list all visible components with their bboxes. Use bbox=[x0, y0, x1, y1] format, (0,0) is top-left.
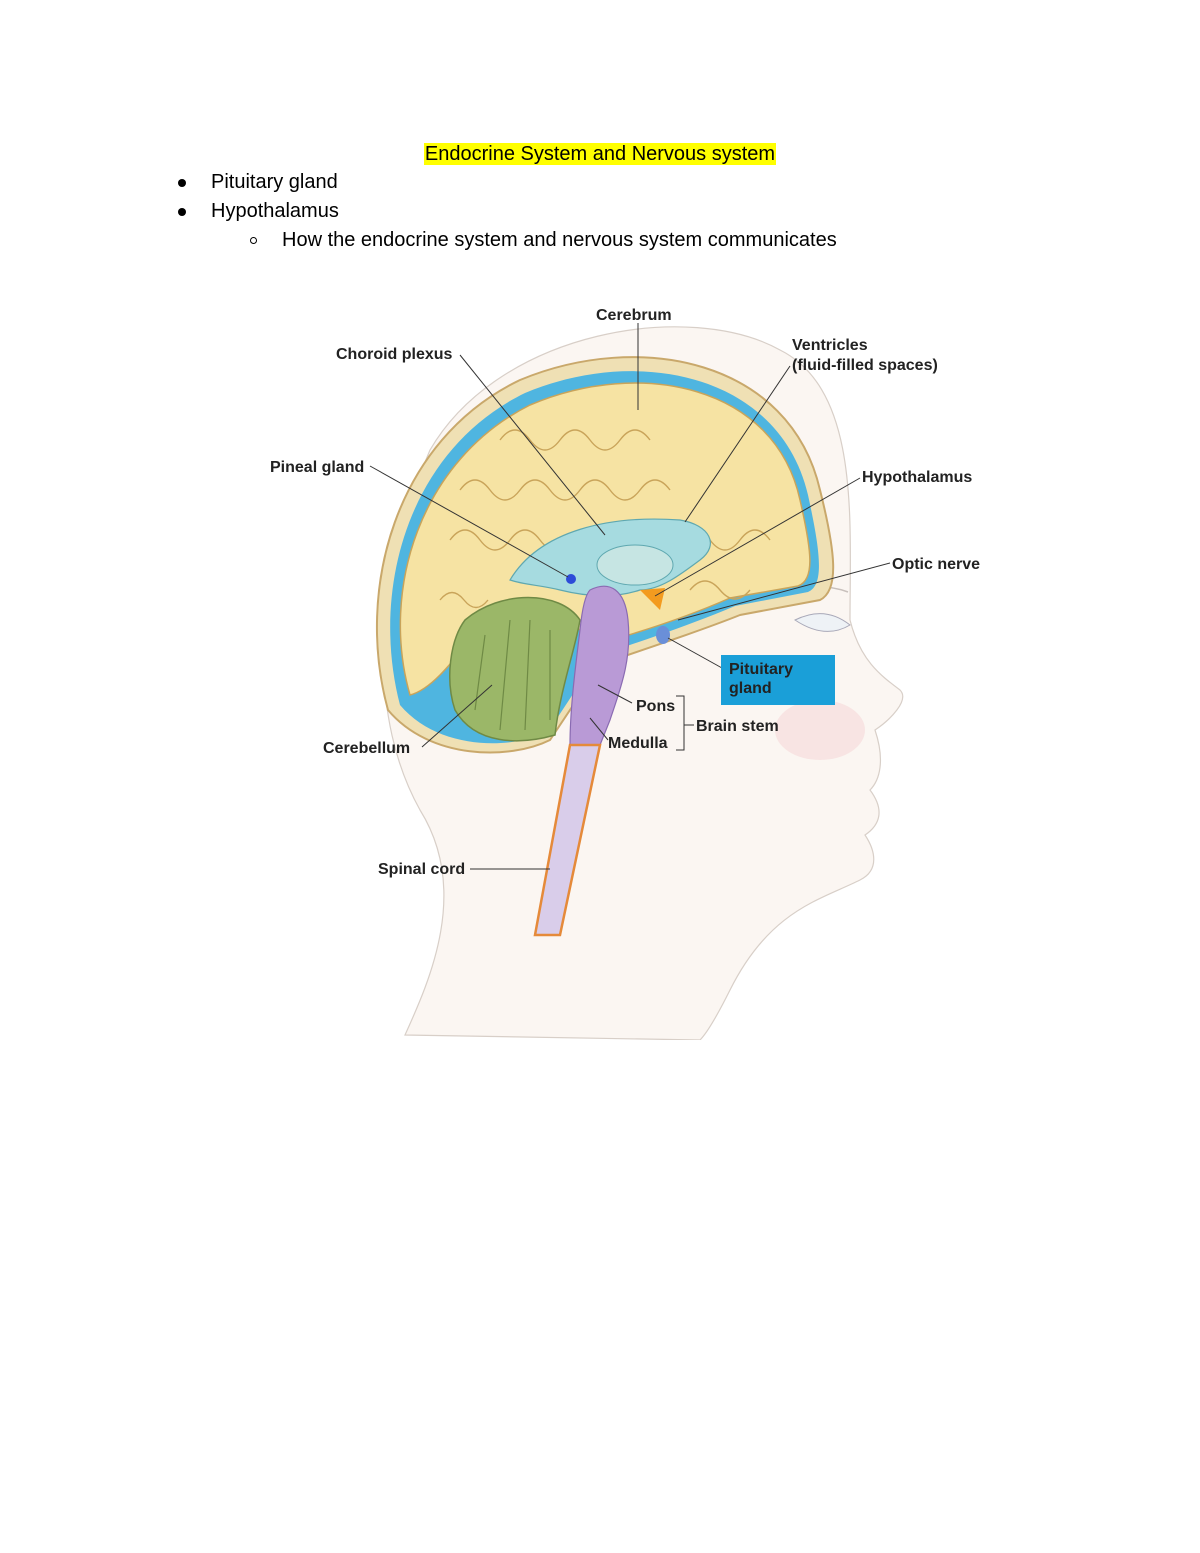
label-cerebellum: Cerebellum bbox=[323, 740, 410, 757]
label-brain-stem: Brain stem bbox=[696, 718, 779, 735]
label-pons: Pons bbox=[636, 698, 675, 715]
label-medulla: Medulla bbox=[608, 735, 668, 752]
label-pituitary: Pituitary bbox=[729, 661, 793, 678]
sub-list-item-communication: How the endocrine system and nervous sys… bbox=[282, 229, 837, 251]
title-container: Endocrine System and Nervous system bbox=[0, 141, 1200, 167]
pituitary-shape bbox=[656, 626, 670, 644]
label-choroid-plexus: Choroid plexus bbox=[336, 346, 453, 363]
pituitary-highlight-box bbox=[721, 655, 835, 705]
eye-outline bbox=[794, 613, 851, 632]
label-hypothalamus: Hypothalamus bbox=[862, 469, 972, 486]
label-optic-nerve: Optic nerve bbox=[892, 556, 980, 573]
label-pineal-gland: Pineal gland bbox=[270, 459, 364, 476]
label-pituitary-gland: gland bbox=[729, 680, 772, 697]
label-spinal-cord: Spinal cord bbox=[378, 861, 465, 878]
bullet-dot-icon bbox=[178, 179, 186, 187]
page-title: Endocrine System and Nervous system bbox=[423, 143, 777, 165]
label-ventricles: Ventricles bbox=[792, 337, 868, 354]
sub-bullet-circle-icon bbox=[250, 237, 257, 244]
brain-anatomy-diagram: Cerebrum Choroid plexus Ventricles (flui… bbox=[270, 307, 980, 1040]
cerebellum-folds bbox=[474, 619, 551, 731]
brain-stem bbox=[569, 585, 630, 746]
leader-lines bbox=[369, 323, 891, 870]
label-ventricles-note: (fluid-filled spaces) bbox=[792, 357, 938, 374]
cheek-shading bbox=[775, 700, 865, 760]
spinal-cord bbox=[533, 743, 602, 937]
pineal-shape bbox=[566, 574, 576, 584]
list-item-pituitary: Pituitary gland bbox=[211, 171, 338, 193]
label-cerebrum: Cerebrum bbox=[596, 307, 672, 324]
thalamus bbox=[596, 544, 674, 586]
list-item-hypothalamus: Hypothalamus bbox=[211, 200, 339, 222]
cerebellum bbox=[449, 596, 581, 742]
bullet-dot-icon bbox=[178, 208, 186, 216]
